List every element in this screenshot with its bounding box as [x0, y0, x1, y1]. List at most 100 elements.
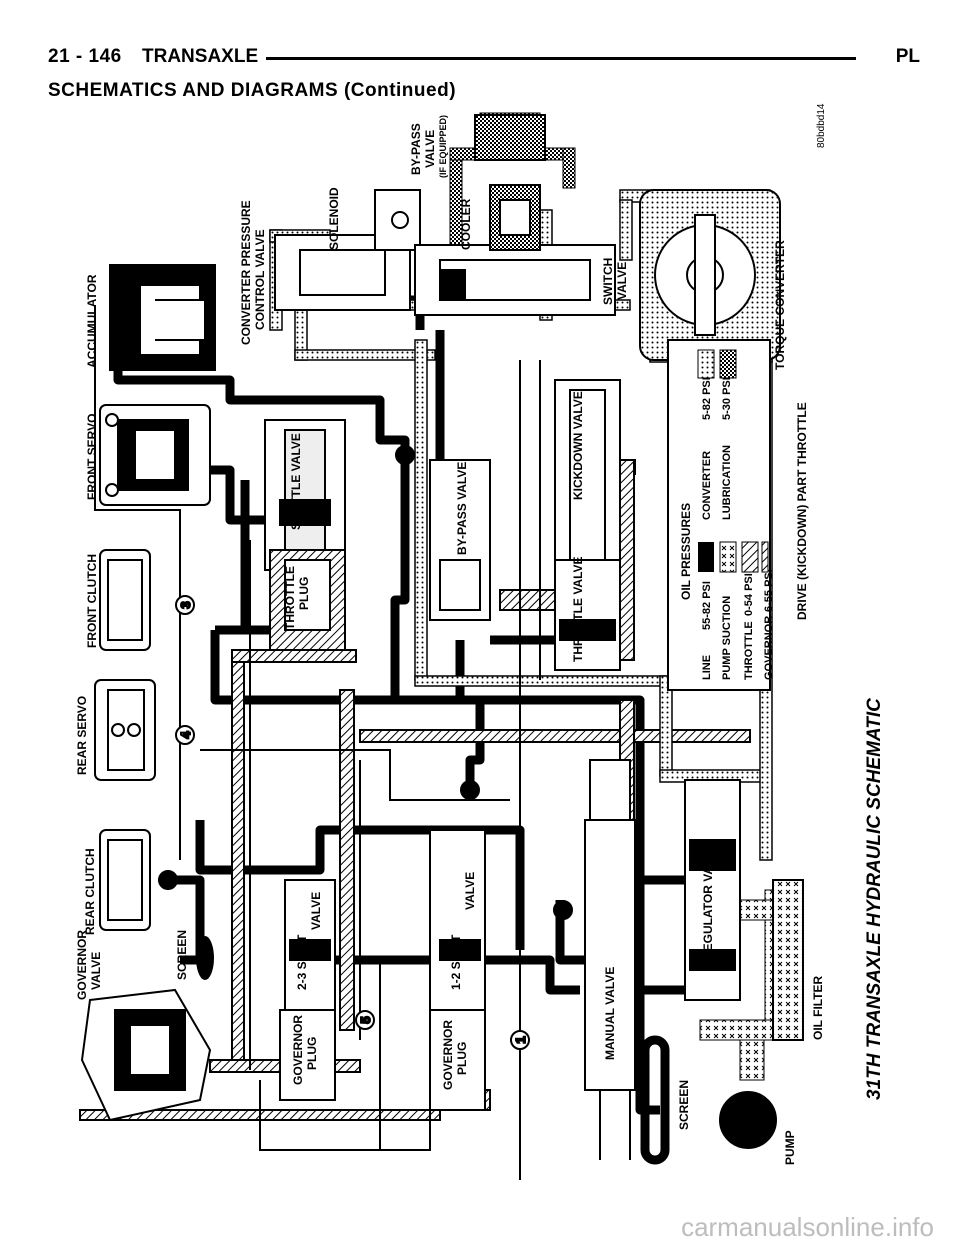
section-subtitle: SCHEMATICS AND DIAGRAMS (Continued) — [48, 80, 457, 101]
legend-lubrication-swatch — [719, 349, 737, 379]
figure-caption: 31TH TRANSAXLE HYDRAULIC SCHEMATIC — [864, 698, 885, 1100]
legend-throttle-value: 0-54 PSI — [743, 573, 755, 616]
label-solenoid: SOLENOID — [327, 187, 341, 250]
svg-text:7: 7 — [161, 876, 176, 883]
label-cooler: COOLER — [459, 198, 473, 250]
legend-title: OIL PRESSURES — [679, 503, 693, 600]
label-kickdown-valve: KICKDOWN VALVE — [571, 391, 585, 500]
check-ball-7: 7 — [158, 870, 178, 890]
solenoid — [374, 189, 421, 251]
label-front-clutch: FRONT CLUTCH — [85, 554, 99, 648]
svg-text:2: 2 — [556, 906, 571, 913]
regulator-valve — [684, 779, 741, 1001]
label-accumulator: ACCUMULATOR — [85, 274, 99, 368]
label-throttle-valve: THROTTLE VALVE — [571, 556, 585, 662]
label-screen-bottom: SCREEN — [677, 1080, 691, 1130]
label-shuttle-valve: SHUTTLE VALVE — [289, 433, 303, 530]
pump — [719, 1091, 777, 1149]
component-labels: ACCUMULATOR FRONT SERVO FRONT CLUTCH REA… — [75, 115, 825, 1165]
legend-governor-swatch — [761, 541, 769, 573]
bypass-valve — [474, 114, 546, 161]
label-converter-pressure-2: CONTROL VALVE — [253, 229, 267, 330]
label-governor-valve-2: VALVE — [89, 952, 103, 990]
legend-lubrication-name: LUBRICATION — [721, 445, 733, 520]
legend-throttle-name: THROTTLE — [743, 621, 755, 680]
pump-screen — [640, 1035, 670, 1165]
svg-text:5: 5 — [358, 1016, 373, 1023]
label-torque-converter: TORQUE CONVERTER — [773, 240, 787, 370]
label-regulator-valve: REGULATOR VALVE — [701, 844, 715, 960]
legend-converter-swatch — [697, 349, 715, 379]
svg-text:6: 6 — [398, 451, 413, 458]
throttle-valve — [554, 559, 621, 671]
label-converter-pressure-1: CONVERTER PRESSURE — [239, 200, 253, 345]
oil-pressure-legend: OIL PRESSURES LINE 55-82 PSI PUMP SUCTIO… — [667, 339, 809, 691]
governor-plug-2 — [429, 1009, 486, 1111]
legend-converter-value: 5-82 PSI — [701, 377, 713, 420]
label-oil-filter: OIL FILTER — [811, 975, 825, 1040]
check-ball-5: 5 — [355, 1010, 375, 1030]
oil-filter — [772, 879, 804, 1041]
svg-text:3: 3 — [178, 601, 193, 608]
legend-line-value: 55-82 PSI — [701, 581, 713, 630]
accumulator — [109, 264, 216, 371]
label-rear-clutch: REAR CLUTCH — [83, 848, 97, 935]
page-number: 21 - 146 — [48, 46, 122, 67]
label-pump: PUMP — [783, 1130, 797, 1165]
label-bypass-valve-2: VALVE — [423, 130, 437, 168]
label-screen-top: SCREEN — [175, 930, 189, 980]
legend-converter-name: CONVERTER — [701, 451, 713, 520]
check-ball-8: 8 — [460, 780, 480, 800]
page-header: 21 - 146 TRANSAXLE PL — [48, 44, 920, 72]
vehicle-code: PL — [895, 46, 920, 67]
watermark: carmanualsonline.info — [681, 1212, 934, 1242]
legend-mode: DRIVE (KICKDOWN) PART THROTTLE — [795, 402, 809, 620]
label-front-servo: FRONT SERVO — [85, 414, 99, 500]
cooler — [489, 184, 541, 251]
throttle-plug — [269, 549, 346, 651]
header-rule — [266, 57, 856, 60]
check-ball-2: 2 — [553, 900, 573, 920]
legend-pump-swatch — [719, 541, 737, 573]
label-governor-plug-2b: PLUG — [455, 1042, 469, 1075]
check-ball-4: 4 — [175, 725, 195, 745]
front-servo — [99, 404, 211, 506]
legend-line-swatch — [698, 542, 714, 572]
svg-text:8: 8 — [463, 786, 478, 793]
legend-throttle-swatch — [741, 541, 759, 573]
label-governor-plug-2a: GOVERNOR — [441, 1020, 455, 1090]
label-governor-plug-1b: PLUG — [305, 1037, 319, 1070]
section-title: TRANSAXLE — [142, 46, 259, 67]
torque-converter — [639, 189, 781, 361]
label-rear-servo: REAR SERVO — [75, 696, 89, 775]
legend-governor-name: GOVERNOR — [763, 616, 775, 680]
legend-lubrication-value: 5-30 PSI — [721, 377, 733, 420]
kickdown-valve — [554, 379, 621, 581]
label-shift-12-1: 1-2 SHIFT — [449, 934, 463, 990]
label-shift-23-1: 2-3 SHIFT — [295, 934, 309, 990]
label-bypass-valve-3: (IF EQUIPPED) — [438, 115, 448, 178]
label-throttle-plug-1: THROTTLE — [283, 566, 297, 630]
governor-valve — [80, 988, 212, 1122]
legend-line-name: LINE — [701, 655, 713, 680]
rear-clutch — [99, 829, 151, 931]
label-shift-12-2: VALVE — [463, 872, 477, 910]
governor-screen — [196, 936, 214, 980]
figure-code: 80bdbd14 — [816, 103, 827, 148]
shuttle-valve — [264, 419, 346, 571]
legend-governor-value: 6-55 PSI — [763, 569, 775, 612]
svg-text:4: 4 — [178, 731, 193, 739]
governor-plug-1 — [279, 1009, 336, 1101]
rear-servo — [94, 679, 156, 781]
label-switch-valve-2: VALVE — [615, 262, 629, 300]
label-throttle-plug-2: PLUG — [297, 577, 311, 610]
switch-valve — [414, 244, 616, 316]
svg-text:1: 1 — [513, 1036, 528, 1043]
bypass-valve-mid — [429, 459, 491, 621]
legend-pump-name: PUMP SUCTION — [721, 596, 733, 680]
check-ball-3: 3 — [175, 595, 195, 615]
label-governor-plug-1a: GOVERNOR — [291, 1015, 305, 1085]
manual-valve — [584, 759, 636, 1091]
label-switch-valve-1: SWITCH — [601, 258, 615, 305]
label-bypass-valve-1: BY-PASS — [409, 123, 423, 175]
